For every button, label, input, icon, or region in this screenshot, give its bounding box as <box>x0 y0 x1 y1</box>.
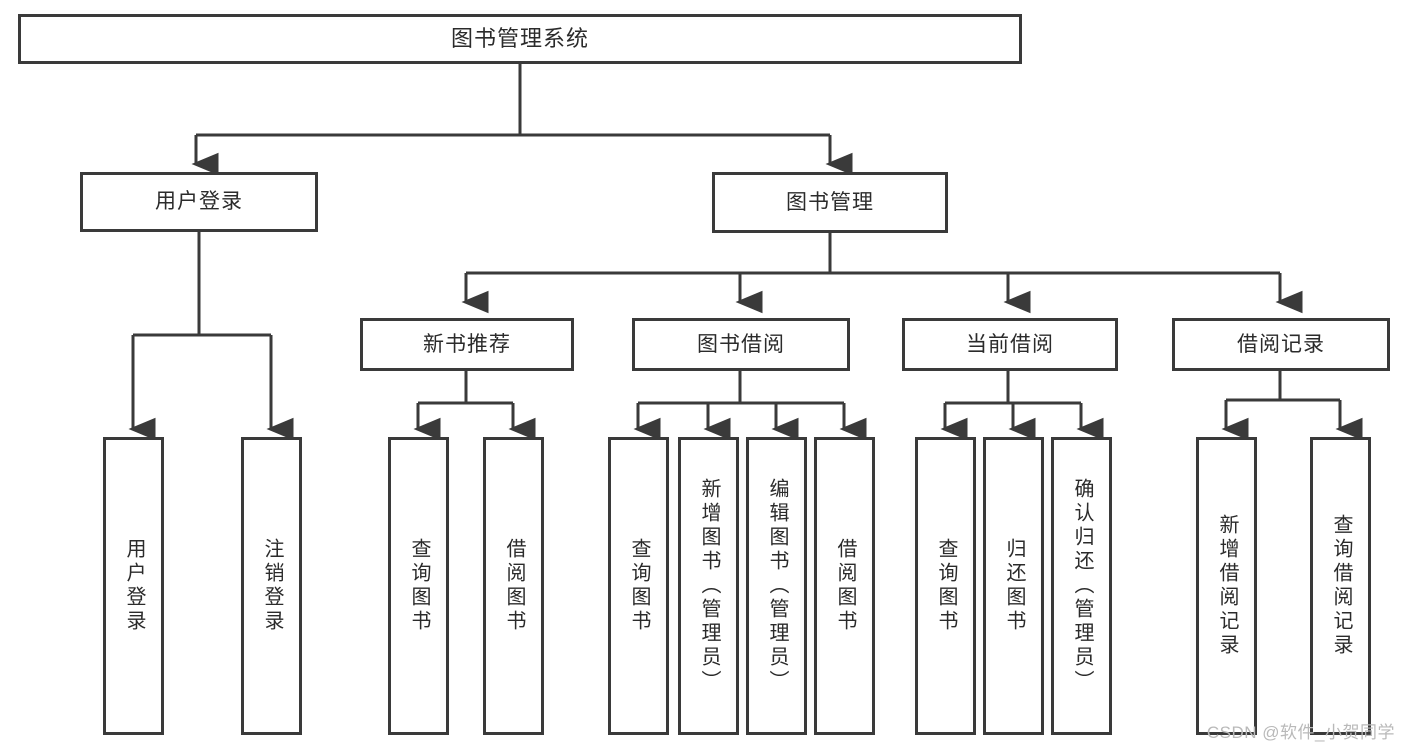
node-label: 借阅图书 <box>503 538 525 634</box>
node-label: 查询图书 <box>408 538 430 634</box>
leaf-book-borrow-borrow[interactable]: 借阅图书 <box>814 437 875 735</box>
node-label: 用户登录 <box>123 538 145 634</box>
leaf-user-login-logout[interactable]: 注销登录 <box>241 437 302 735</box>
node-label: 用户登录 <box>155 190 243 214</box>
leaf-new-book-borrow[interactable]: 借阅图书 <box>483 437 544 735</box>
node-label: 借阅图书 <box>834 538 856 634</box>
node-label: 图书管理 <box>786 190 874 214</box>
leaf-borrow-record-query[interactable]: 查询借阅记录 <box>1310 437 1371 735</box>
leaf-current-borrow-return[interactable]: 归还图书 <box>983 437 1044 735</box>
node-label: 归还图书 <box>1003 538 1025 634</box>
node-book-management[interactable]: 图书管理 <box>712 172 948 233</box>
node-root-system[interactable]: 图书管理系统 <box>18 14 1022 64</box>
leaf-book-borrow-add[interactable]: 新增图书（管理员） <box>678 437 739 735</box>
watermark-text: CSDN @软件_小贺同学 <box>1206 723 1395 742</box>
leaf-new-book-query[interactable]: 查询图书 <box>388 437 449 735</box>
node-label: 新书推荐 <box>423 332 511 356</box>
leaf-current-borrow-query[interactable]: 查询图书 <box>915 437 976 735</box>
node-book-borrow[interactable]: 图书借阅 <box>632 318 850 371</box>
node-label: 图书管理系统 <box>450 25 589 51</box>
leaf-book-borrow-edit[interactable]: 编辑图书（管理员） <box>746 437 807 735</box>
node-label: 当前借阅 <box>966 332 1054 356</box>
node-label: 查询图书 <box>628 538 650 634</box>
node-label: 编辑图书（管理员） <box>766 478 788 694</box>
node-label: 查询借阅记录 <box>1330 514 1352 658</box>
leaf-current-borrow-confirm[interactable]: 确认归还（管理员） <box>1051 437 1112 735</box>
leaf-user-login-login[interactable]: 用户登录 <box>103 437 164 735</box>
node-label: 注销登录 <box>261 538 283 634</box>
node-current-borrow[interactable]: 当前借阅 <box>902 318 1118 371</box>
node-label: 图书借阅 <box>697 332 785 356</box>
node-label: 确认归还（管理员） <box>1071 478 1093 694</box>
node-label: 查询图书 <box>935 538 957 634</box>
node-user-login[interactable]: 用户登录 <box>80 172 318 232</box>
node-borrow-record[interactable]: 借阅记录 <box>1172 318 1390 371</box>
node-label: 借阅记录 <box>1237 332 1325 356</box>
node-new-book-recommend[interactable]: 新书推荐 <box>360 318 574 371</box>
node-label: 新增图书（管理员） <box>698 478 720 694</box>
leaf-borrow-record-add[interactable]: 新增借阅记录 <box>1196 437 1257 735</box>
leaf-book-borrow-query[interactable]: 查询图书 <box>608 437 669 735</box>
node-label: 新增借阅记录 <box>1216 514 1238 658</box>
